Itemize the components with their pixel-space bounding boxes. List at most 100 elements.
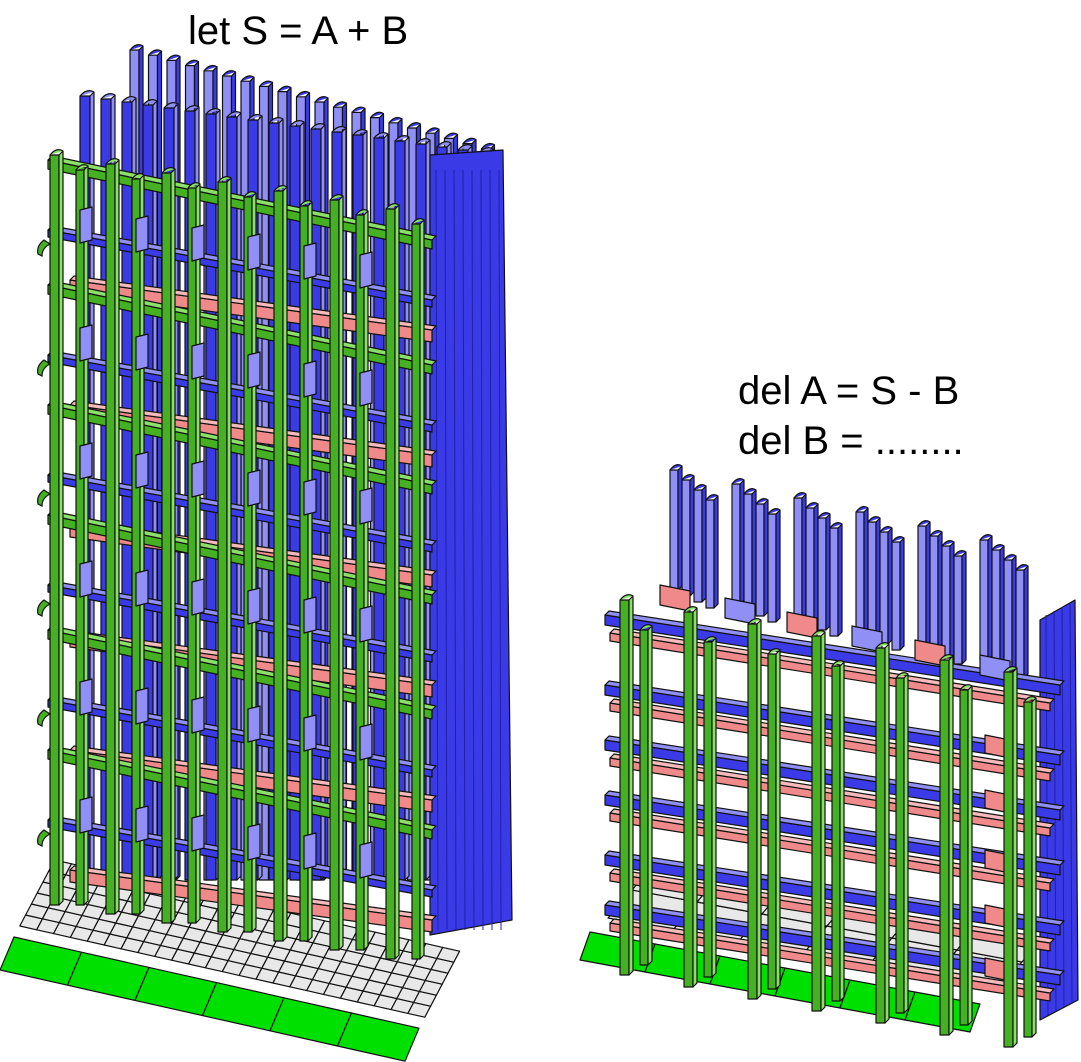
left-hook-tab <box>37 599 52 617</box>
right-top-rod <box>693 484 707 603</box>
right-top-pad <box>659 584 691 612</box>
right-green-post <box>683 606 698 988</box>
right-top-rod <box>731 478 745 605</box>
right-top-rod <box>743 488 757 611</box>
left-blue-panel <box>359 251 373 289</box>
right-top-rod <box>855 506 869 633</box>
left-blue-panel <box>191 224 205 262</box>
left-green-post <box>49 149 64 906</box>
right-top-rod <box>805 502 819 625</box>
left-green-post <box>217 176 232 933</box>
right-top-rod <box>681 474 695 597</box>
left-blue-panel <box>191 814 205 852</box>
left-blue-panel <box>135 451 149 489</box>
left-blue-panel <box>135 687 149 725</box>
left-floor-green-tile <box>0 936 83 986</box>
right-top-rod <box>817 512 831 631</box>
right-green-post <box>747 618 762 1000</box>
right-top-rod <box>979 534 993 661</box>
right-structure-label-line2: del B = ........ <box>738 419 964 463</box>
left-green-post <box>161 167 176 924</box>
left-blue-panel <box>191 578 205 616</box>
left-blue-panel <box>135 805 149 843</box>
right-top-rod <box>867 516 881 639</box>
left-blue-panel <box>359 605 373 643</box>
left-structure <box>0 44 513 1062</box>
left-floor-tile <box>436 946 461 963</box>
right-green-post <box>639 624 653 966</box>
left-blue-panel <box>359 369 373 407</box>
left-blue-panel <box>135 215 149 253</box>
left-floor-green-tile <box>134 966 218 1017</box>
left-blue-panel <box>191 342 205 380</box>
left-blue-panel <box>359 487 373 525</box>
right-green-post <box>939 654 954 1036</box>
left-hook-tab <box>37 489 52 507</box>
left-blue-panel <box>79 324 93 362</box>
left-green-post <box>355 209 369 951</box>
left-green-post <box>299 200 313 942</box>
left-blue-panel <box>79 442 93 480</box>
left-blue-panel <box>79 796 93 834</box>
left-floor-green-tile <box>201 981 285 1032</box>
left-green-post <box>385 203 400 960</box>
right-green-post <box>1003 666 1018 1048</box>
left-blue-panel <box>191 460 205 498</box>
left-blue-panel <box>303 714 317 752</box>
left-green-post <box>329 194 344 951</box>
left-blue-panel <box>135 569 149 607</box>
left-blue-panel <box>359 841 373 879</box>
left-green-post <box>273 185 288 942</box>
left-blue-panel <box>79 206 93 244</box>
left-green-post <box>75 164 89 906</box>
left-blue-panel <box>247 233 261 271</box>
left-green-post <box>105 158 120 915</box>
left-blue-panel <box>191 696 205 734</box>
left-hook-tab <box>37 829 52 847</box>
right-green-post <box>767 648 781 990</box>
left-blue-panel <box>247 351 261 389</box>
right-structure-label-line1: del A = S - B <box>738 369 960 413</box>
left-hook-tab <box>37 709 52 727</box>
left-green-post <box>243 191 257 933</box>
left-floor-green-tile <box>66 951 150 1002</box>
right-top-rod <box>755 498 769 617</box>
right-top-rod <box>941 540 955 659</box>
left-blue-panel <box>247 469 261 507</box>
left-green-post <box>411 218 425 960</box>
right-green-post <box>895 672 909 1014</box>
right-green-post <box>619 594 634 976</box>
left-green-post <box>187 182 201 924</box>
right-structure <box>579 464 1079 1048</box>
right-top-rod <box>705 494 719 609</box>
right-green-post <box>811 630 826 1012</box>
left-hook-tab <box>37 359 52 377</box>
left-floor-green-tile <box>269 997 353 1047</box>
left-green-lattice <box>37 149 437 960</box>
right-green-posts <box>619 594 1037 1048</box>
right-green-post <box>959 684 973 1026</box>
left-structure-label: let S = A + B <box>188 9 409 53</box>
left-blue-panel <box>359 723 373 761</box>
right-top-rod <box>1015 564 1029 679</box>
right-green-post <box>831 660 845 1002</box>
right-top-rod <box>991 544 1005 667</box>
right-top-rod <box>891 536 905 651</box>
right-top-rod <box>879 526 893 645</box>
left-blue-panel <box>247 823 261 861</box>
right-top-rod <box>917 520 931 647</box>
left-hook-tab <box>37 239 52 257</box>
left-floor-green-tile <box>336 1012 420 1062</box>
right-top-rod <box>669 464 683 591</box>
left-blue-panel <box>247 587 261 625</box>
left-blue-panel <box>303 832 317 870</box>
right-top-rod <box>953 550 967 665</box>
right-top-rod <box>1003 554 1017 673</box>
left-blue-panel <box>135 333 149 371</box>
left-blue-panel <box>303 478 317 516</box>
right-top-rod <box>793 492 807 619</box>
left-blue-panel <box>303 242 317 280</box>
right-green-post <box>875 642 890 1024</box>
left-blue-panel <box>79 678 93 716</box>
